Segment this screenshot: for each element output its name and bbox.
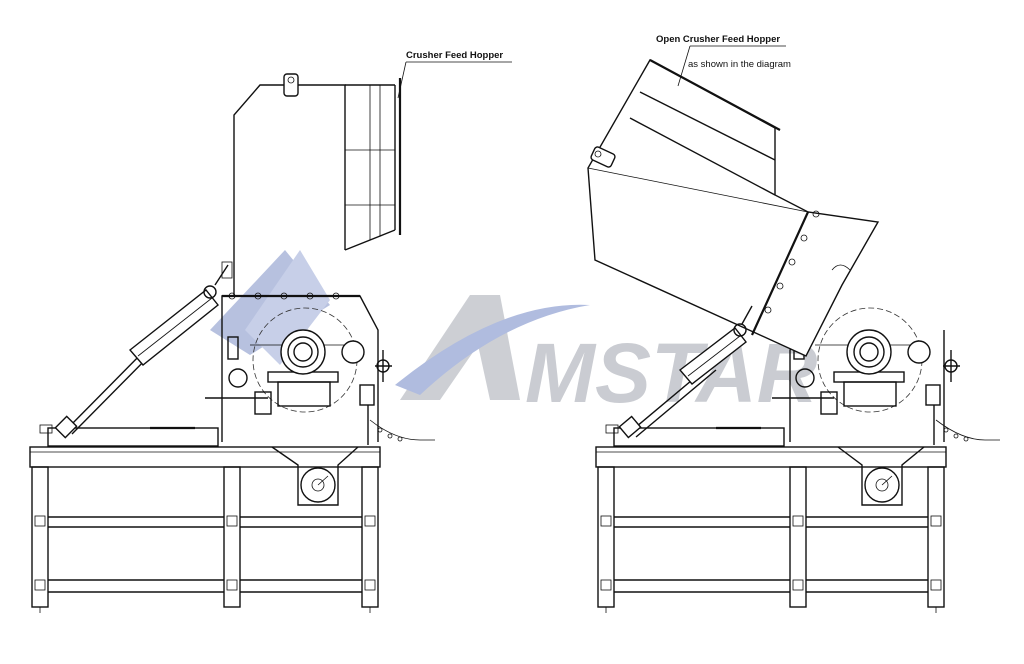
right-hydraulic-cylinder (618, 305, 753, 439)
right-tray (605, 424, 785, 447)
left-crushing-chamber (205, 295, 379, 442)
right-callout-label-line1: Open Crusher Feed Hopper (656, 34, 780, 45)
right-open-feed-hopper (587, 59, 880, 357)
left-side-fittings (359, 350, 435, 445)
right-callout-label-line2: as shown in the diagram (688, 59, 791, 70)
right-callout: Open Crusher Feed Hopper as shown in the… (656, 34, 791, 87)
left-callout-label: Crusher Feed Hopper (406, 50, 503, 61)
left-crusher (29, 73, 435, 613)
watermark-text: MSTAR (525, 326, 818, 420)
right-base-frame (595, 446, 947, 613)
left-feed-hopper (222, 73, 402, 300)
left-callout: Crusher Feed Hopper (397, 50, 512, 99)
left-discharge-funnel (271, 446, 359, 506)
watermark-a-mark (395, 295, 590, 400)
left-hydraulic-cylinder (54, 261, 233, 439)
watermark-logo (210, 250, 330, 365)
left-base-frame (29, 446, 381, 613)
right-crushing-chamber (772, 307, 945, 442)
right-crusher (587, 59, 1000, 613)
right-side-fittings (925, 350, 1000, 445)
right-discharge-funnel (837, 446, 925, 506)
left-tray (39, 424, 219, 447)
